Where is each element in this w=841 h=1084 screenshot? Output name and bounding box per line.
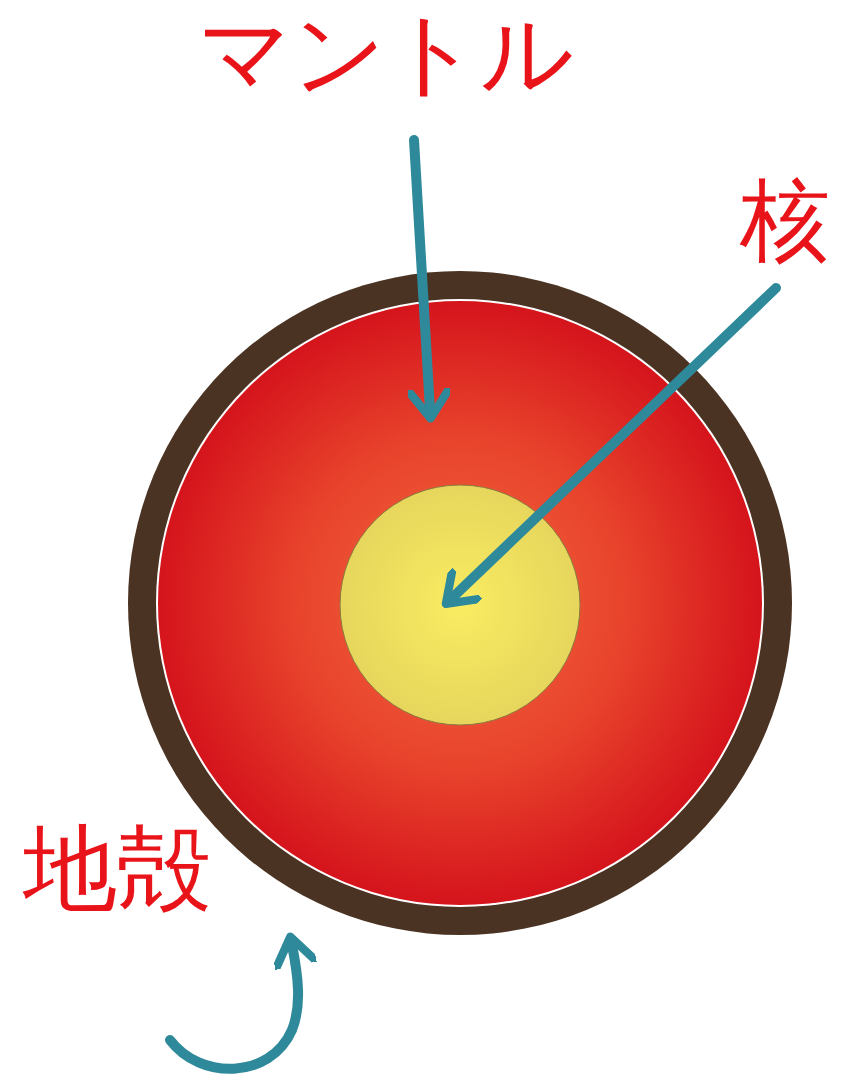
core-leader [452, 288, 776, 598]
core-label: 核 [740, 175, 830, 265]
crust-leader [170, 945, 298, 1069]
core-layer [340, 485, 580, 725]
crust-label: 地殻 [23, 822, 211, 916]
mantle-leader [414, 140, 430, 410]
mantle-label: マントル [198, 8, 574, 100]
crust-layer [128, 271, 792, 935]
